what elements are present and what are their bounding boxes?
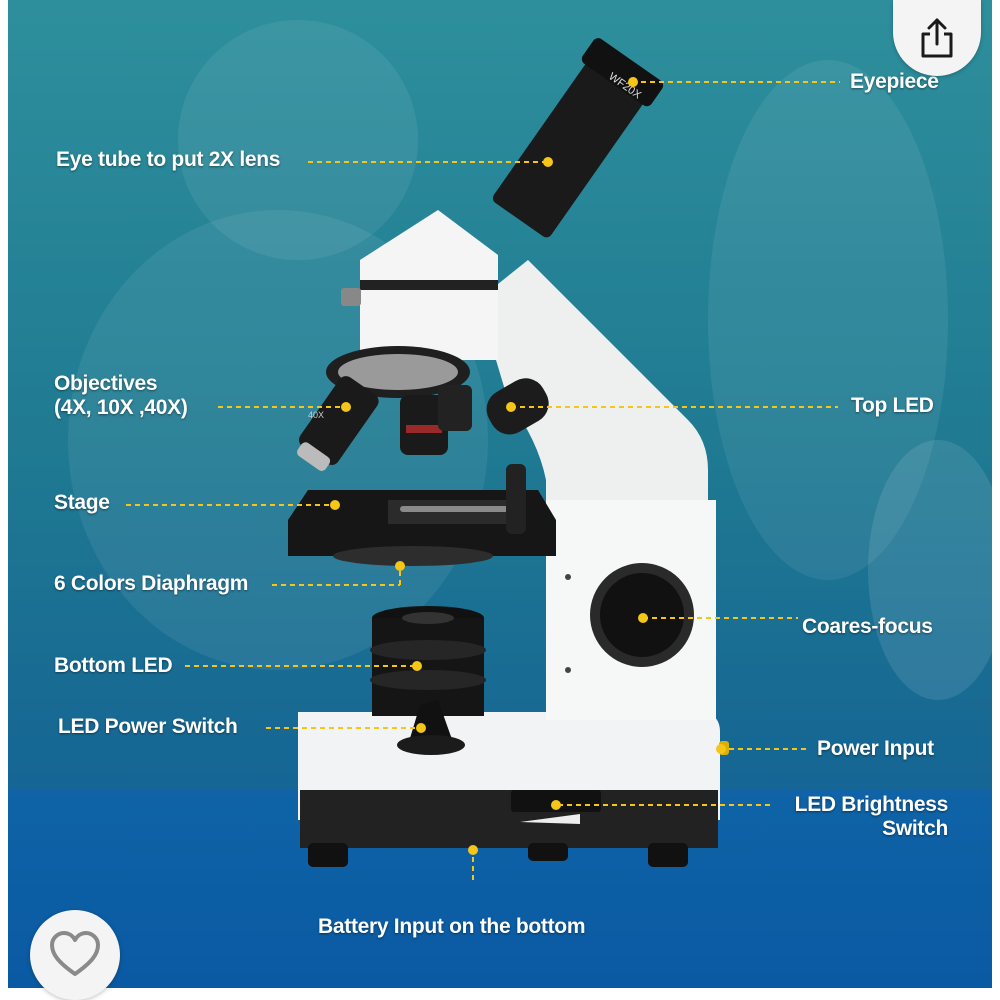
base-foot-right xyxy=(648,843,688,867)
favorite-button[interactable] xyxy=(30,910,120,1000)
label-eyepiece: Eyepiece xyxy=(850,70,939,93)
callout-lines xyxy=(126,81,840,880)
base-foot-middle xyxy=(528,843,568,861)
dot-bottom-led xyxy=(412,661,422,671)
objective-4x xyxy=(438,385,472,431)
dot-objectives xyxy=(341,402,351,412)
dot-led-power-switch xyxy=(416,723,426,733)
bg-microscope-right xyxy=(868,440,992,700)
label-top-led: Top LED xyxy=(851,394,934,417)
dot-stage xyxy=(330,500,340,510)
top-led-housing xyxy=(486,378,549,435)
share-button[interactable] xyxy=(893,0,981,76)
label-power-input: Power Input xyxy=(817,737,934,760)
dot-eyepiece xyxy=(628,77,638,87)
objective-40x xyxy=(299,376,379,466)
label-brightness-line1: LED Brightness xyxy=(794,793,949,816)
bottom-led-stack xyxy=(372,618,484,716)
callout-dots xyxy=(330,77,726,855)
microscope-illustration: WF20X 40X xyxy=(126,38,840,880)
bg-child-head xyxy=(178,20,418,260)
label-diaphragm: 6 Colors Diaphragm xyxy=(54,572,249,595)
label-eye-tube: Eye tube to put 2X lens xyxy=(56,148,281,171)
label-stage: Stage xyxy=(54,491,110,514)
dot-battery xyxy=(468,845,478,855)
dot-eye-tube xyxy=(543,157,553,167)
dot-power-input xyxy=(716,744,726,754)
label-objectives-title: Objectives xyxy=(54,372,158,395)
label-brightness: LED Brightness Switch xyxy=(778,793,949,841)
diaphragm xyxy=(333,546,493,566)
bg-person-right xyxy=(708,60,948,580)
dot-coarse-focus xyxy=(638,613,648,623)
objective-marking: 40X xyxy=(308,410,324,420)
brightness-arrow xyxy=(520,814,580,824)
eye-tube xyxy=(492,38,664,238)
label-objectives-values: (4X, 10X ,40X) xyxy=(54,396,188,419)
label-coarse-focus: Coares-focus xyxy=(802,615,933,638)
led-power-knob xyxy=(408,700,454,745)
label-bottom-led: Bottom LED xyxy=(54,654,173,677)
label-battery-input: Battery Input on the bottom xyxy=(318,915,586,938)
heart-outline-icon xyxy=(50,931,100,976)
base-foot-left xyxy=(308,843,348,867)
label-objectives: Objectives (4X, 10X ,40X) xyxy=(54,372,188,420)
label-led-power-switch: LED Power Switch xyxy=(58,715,238,738)
dot-top-led xyxy=(506,402,516,412)
dot-brightness xyxy=(551,800,561,810)
product-photo[interactable]: WF20X 40X xyxy=(8,0,992,988)
label-brightness-line2: Switch xyxy=(882,817,948,840)
dot-diaphragm xyxy=(395,561,405,571)
base-bottom xyxy=(300,790,718,848)
share-icon xyxy=(921,18,953,58)
